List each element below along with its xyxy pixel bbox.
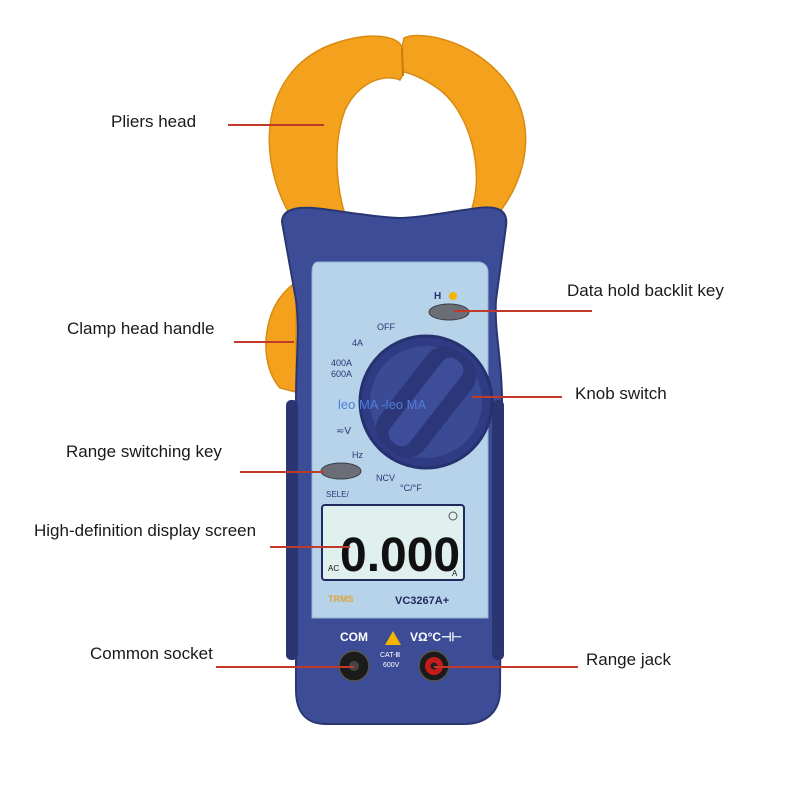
lcd-unit: A <box>452 569 458 578</box>
leader-common-socket <box>216 666 354 668</box>
dial-acv: ≂V <box>336 426 351 437</box>
watermark: leo MA -leo MA <box>338 397 426 412</box>
dial-hz: Hz <box>352 450 363 460</box>
dial-4a: 4A <box>352 338 363 348</box>
leader-range-switching-key <box>240 471 324 473</box>
dial-400a: 400A <box>331 358 352 368</box>
callout-data-hold-key: Data hold backlit key <box>567 281 724 300</box>
hold-label: H <box>434 291 441 302</box>
leader-knob-switch <box>472 396 562 398</box>
dial-ncv: NCV <box>376 473 395 483</box>
callout-common-socket: Common socket <box>90 644 213 663</box>
callout-range-switching-key: Range switching key <box>66 442 222 461</box>
range-switching-key[interactable] <box>320 462 362 480</box>
lcd-reading: 0.000 <box>340 529 460 582</box>
display-screen: 0.000 AC A <box>321 504 465 582</box>
com-label: COM <box>340 630 368 644</box>
dial-off: OFF <box>377 322 395 332</box>
power-icon <box>448 511 458 521</box>
brand-label: TRMS <box>328 594 354 604</box>
vohm-label: VΩ°C⊣⊢ <box>410 630 462 644</box>
leader-clamp-head-handle <box>234 341 294 343</box>
common-socket[interactable] <box>338 650 370 682</box>
clamp-head-handle <box>265 231 301 393</box>
pliers-head <box>268 34 527 233</box>
callout-range-jack: Range jack <box>586 650 672 669</box>
backlight-icon <box>449 292 457 300</box>
leader-range-jack <box>434 666 578 668</box>
callout-knob-switch: Knob switch <box>575 384 667 403</box>
dial-600a: 600A <box>331 369 352 379</box>
leader-pliers-head <box>228 124 324 126</box>
callout-clamp-head-handle: Clamp head handle <box>67 319 215 338</box>
dial-temp: °C/°F <box>400 483 422 493</box>
model-label: VC3267A+ <box>395 595 449 607</box>
sele-label: SELE/ <box>326 490 349 499</box>
leader-data-hold-key <box>454 310 592 312</box>
lcd-ac: AC <box>328 564 339 573</box>
knob-switch[interactable] <box>358 334 494 470</box>
callout-display-screen: High-definition display screen <box>34 521 257 540</box>
leader-display-screen <box>270 546 350 548</box>
cat-label: CAT-Ⅲ <box>380 652 400 659</box>
volt-rating: 600V <box>383 662 400 669</box>
callout-pliers-head: Pliers head <box>111 112 197 131</box>
data-hold-key[interactable] <box>428 303 470 321</box>
warning-icon <box>385 631 401 645</box>
